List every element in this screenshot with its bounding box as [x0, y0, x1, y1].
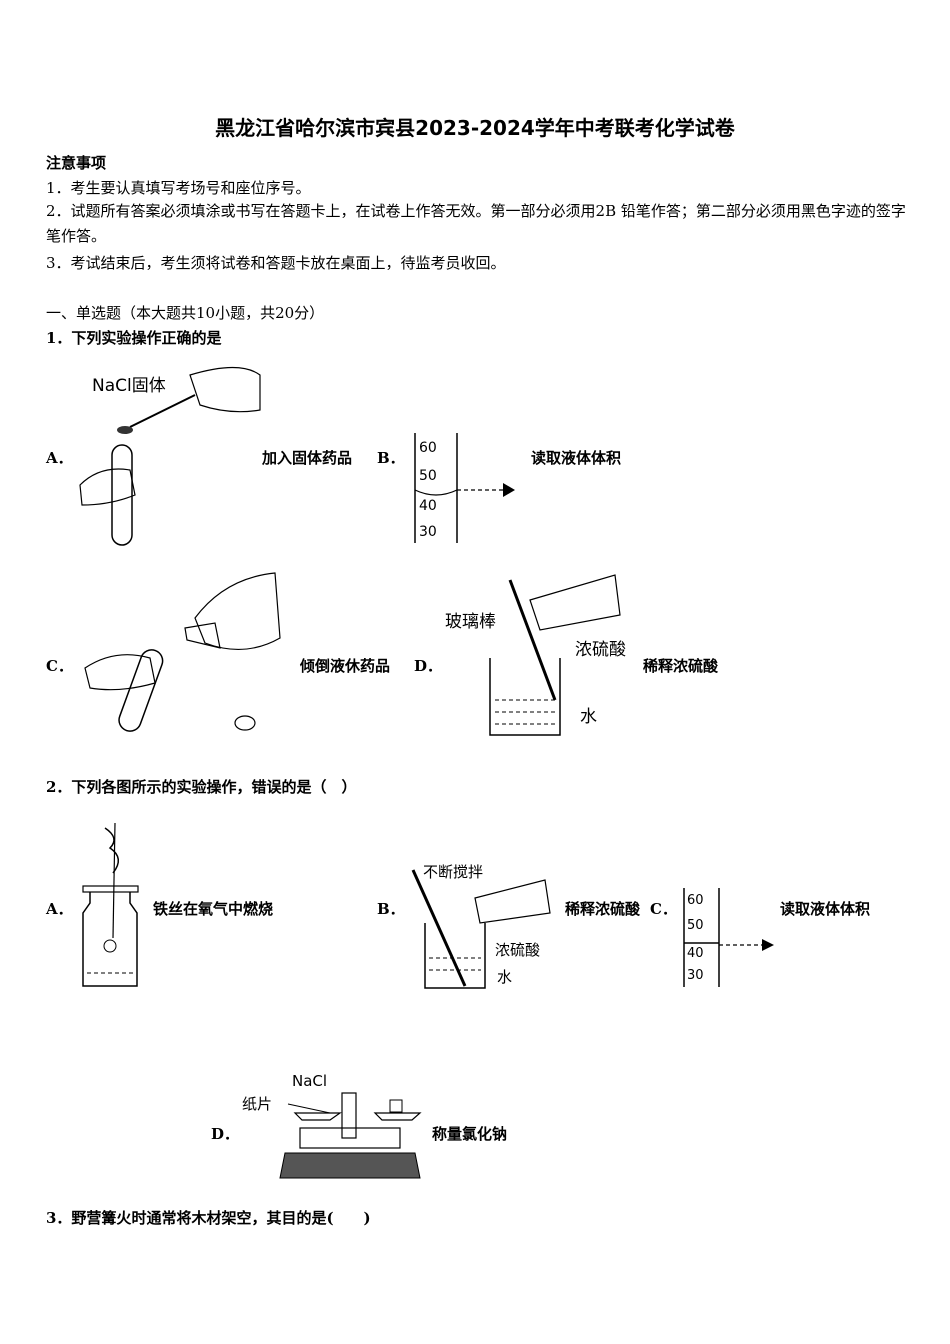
q2-option-c-label: C．: [650, 900, 677, 918]
q1-option-a-figure: NaCl固体: [79, 366, 261, 546]
q1-option-c-caption: 倾倒液休药品: [300, 657, 391, 675]
section-title: 一、单选题（本大题共10小题，共20分）: [46, 304, 325, 322]
q2-option-d-figure: NaCl 纸片: [242, 1072, 422, 1179]
q2-c-tick-30: 30: [687, 968, 704, 983]
q2-option-d-caption: 称量氯化钠: [432, 1125, 508, 1143]
q1-b-tick-60: 60: [419, 440, 437, 456]
q1-option-d-figure: 玻璃棒 浓硫酸 水: [445, 574, 626, 736]
q1-option-b-label: B．: [377, 449, 405, 467]
q2-d-fig-label-paper: 纸片: [242, 1095, 272, 1113]
notice-heading: 注意事项: [46, 154, 107, 172]
q2-option-c-caption: 读取液体体积: [780, 900, 871, 918]
q2-c-tick-60: 60: [687, 893, 704, 908]
q1-option-d-label: D．: [414, 657, 443, 675]
q2-option-b-figure: 不断搅拌 浓硫酸 水: [411, 863, 551, 989]
q1-option-d-caption: 稀释浓硫酸: [643, 657, 719, 675]
q2-option-a-label: A．: [46, 900, 73, 918]
page-title: 黑龙江省哈尔滨市宾县2023-2024学年中考联考化学试卷: [215, 116, 735, 140]
q2-option-b-label: B．: [377, 900, 405, 918]
q1-a-fig-text: NaCl固体: [92, 376, 166, 396]
q1-b-tick-50: 50: [419, 468, 437, 484]
notice-item-3: 3．考试结束后，考生须将试卷和答题卡放在桌面上，待监考员收回。: [46, 254, 506, 272]
q1-option-a-caption: 加入固体药品: [262, 449, 353, 467]
q1-stem: 1．下列实验操作正确的是: [46, 329, 222, 347]
q1-option-c-figure: [84, 572, 281, 732]
q3-stem: 3．野营篝火时通常将木材架空，其目的是( ): [46, 1209, 371, 1227]
q1-b-tick-40: 40: [419, 498, 437, 514]
q1-d-fig-label-water: 水: [580, 707, 597, 727]
notice-item-1: 1．考生要认真填写考场号和座位序号。: [46, 179, 311, 197]
q1-b-tick-30: 30: [419, 524, 437, 540]
q1-option-b-caption: 读取液体体积: [531, 449, 622, 467]
q2-c-tick-50: 50: [687, 918, 704, 933]
q2-stem: 2．下列各图所示的实验操作，错误的是（ ）: [46, 778, 357, 796]
q2-option-a-caption: 铁丝在氧气中燃烧: [153, 900, 274, 918]
q2-option-b-caption: 稀释浓硫酸: [565, 900, 641, 918]
q1-option-c-label: C．: [46, 657, 73, 675]
q2-b-fig-label-water: 水: [497, 968, 512, 986]
q2-option-c-figure: 60 50 40 30: [683, 888, 774, 987]
q1-option-a-label: A．: [46, 449, 73, 467]
q2-option-d-label: D．: [211, 1125, 240, 1143]
q2-b-fig-label-acid: 浓硫酸: [495, 941, 540, 959]
q2-c-tick-40: 40: [687, 946, 704, 961]
q2-option-a-figure: [82, 822, 139, 987]
q2-b-fig-label-stir: 不断搅拌: [423, 863, 483, 881]
q1-d-fig-label-acid: 浓硫酸: [575, 640, 626, 660]
q2-d-fig-label-nacl: NaCl: [292, 1072, 327, 1090]
q1-d-fig-label-rod: 玻璃棒: [445, 612, 496, 632]
notice-item-2: 2．试题所有答案必须填涂或书写在答题卡上，在试卷上作答无效。第一部分必须用2B …: [46, 202, 906, 245]
q1-option-b-figure: 60 50 40 30: [414, 433, 515, 543]
